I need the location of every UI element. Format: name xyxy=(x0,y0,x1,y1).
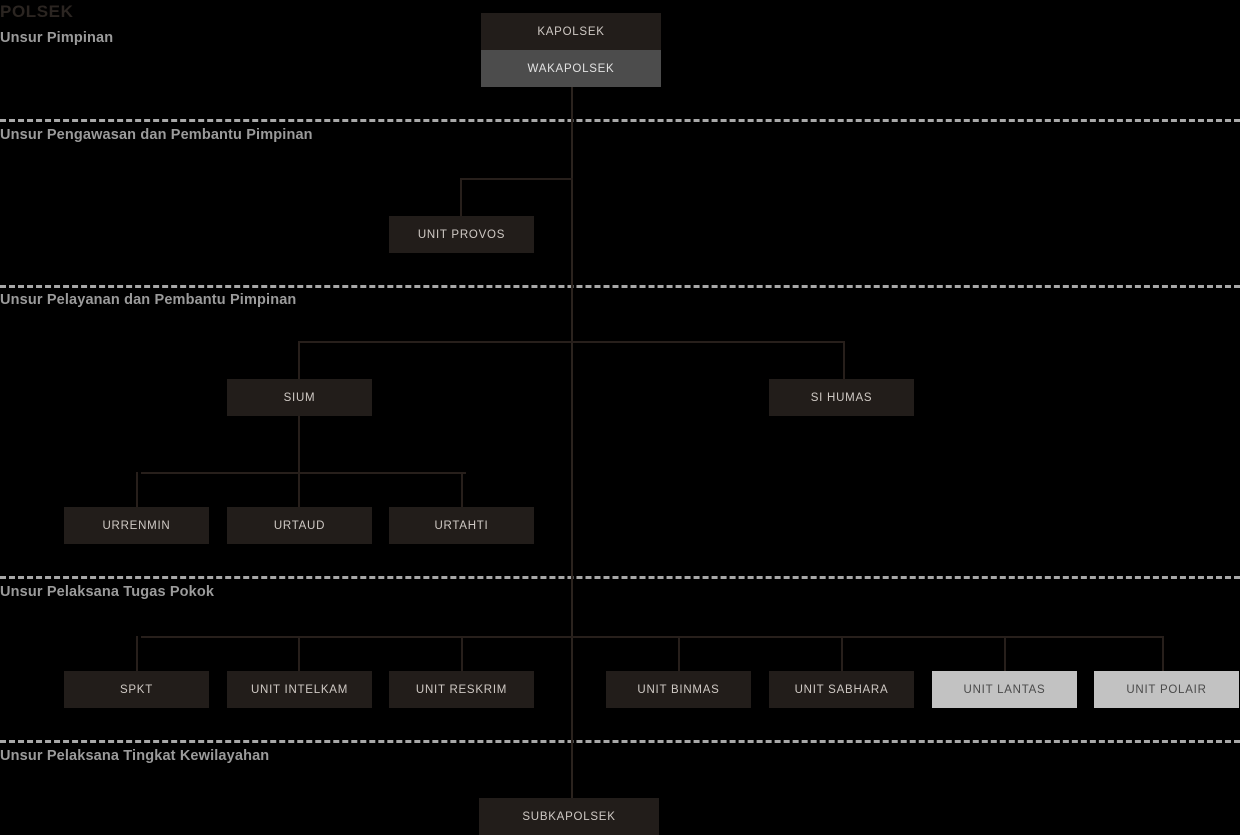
pokok-branch-bar xyxy=(141,636,1163,638)
pokok-drop-line xyxy=(678,636,680,671)
org-node-label: UNIT RESKRIM xyxy=(415,683,508,696)
org-node-label: UNIT LANTAS xyxy=(963,683,1046,696)
org-node-label: SI HUMAS xyxy=(810,391,873,404)
org-node-label: UNIT BINMAS xyxy=(637,683,720,696)
org-node-label: URTAUD xyxy=(273,519,326,532)
org-node-unit-lantas[interactable]: UNIT LANTAS xyxy=(932,671,1077,708)
org-node-label: UNIT POLAIR xyxy=(1126,683,1207,696)
urusan-drop-line xyxy=(461,472,463,507)
section-divider xyxy=(0,285,1240,288)
org-node-spkt[interactable]: SPKT xyxy=(64,671,209,708)
org-node-label: UNIT PROVOS xyxy=(417,228,506,241)
page-title: POLSEK xyxy=(0,2,74,21)
urusan-branch-bar xyxy=(141,472,466,474)
pokok-drop-line xyxy=(461,636,463,671)
org-node-label: KAPOLSEK xyxy=(537,25,605,38)
provos-branch-bar xyxy=(461,178,573,180)
org-node-unit-polair[interactable]: UNIT POLAIR xyxy=(1094,671,1239,708)
org-node-subkapolsek[interactable]: SUBKAPOLSEK xyxy=(479,798,659,835)
section-divider xyxy=(0,740,1240,743)
pokok-drop-line xyxy=(1162,636,1164,671)
section-divider xyxy=(0,576,1240,579)
org-node-unit-binmas[interactable]: UNIT BINMAS xyxy=(606,671,751,708)
pelayanan-branch-bar xyxy=(299,341,845,343)
urusan-drop-line xyxy=(136,472,138,507)
sium-drop-line xyxy=(298,341,300,379)
org-node-sium[interactable]: SIUM xyxy=(227,379,372,416)
pokok-drop-line xyxy=(1004,636,1006,671)
org-node-label: URRENMIN xyxy=(102,519,171,532)
pokok-drop-line xyxy=(136,636,138,671)
org-node-urtaud[interactable]: URTAUD xyxy=(227,507,372,544)
urusan-drop-line xyxy=(298,472,300,507)
sium-stem-line xyxy=(298,416,300,473)
section-divider xyxy=(0,119,1240,122)
org-node-label: SPKT xyxy=(119,683,154,696)
org-node-si-humas[interactable]: SI HUMAS xyxy=(769,379,914,416)
pokok-drop-line xyxy=(298,636,300,671)
org-node-label: SUBKAPOLSEK xyxy=(522,810,616,823)
org-node-unit-intelkam[interactable]: UNIT INTELKAM xyxy=(227,671,372,708)
org-node-unit-sabhara[interactable]: UNIT SABHARA xyxy=(769,671,914,708)
section-label: Unsur Pelaksana Tugas Pokok xyxy=(0,584,215,600)
section-label: Unsur Pelaksana Tingkat Kewilayahan xyxy=(0,748,270,764)
org-node-kapolsek[interactable]: KAPOLSEK xyxy=(481,13,661,50)
org-node-label: UNIT INTELKAM xyxy=(250,683,349,696)
provos-drop-line xyxy=(460,178,462,216)
org-node-label: URTAHTI xyxy=(434,519,489,532)
main-trunk-line xyxy=(571,87,573,798)
pokok-drop-line xyxy=(841,636,843,671)
si-humas-drop-line xyxy=(843,341,845,379)
org-node-label: UNIT SABHARA xyxy=(794,683,889,696)
org-node-urrenmin[interactable]: URRENMIN xyxy=(64,507,209,544)
org-node-urtahti[interactable]: URTAHTI xyxy=(389,507,534,544)
section-label: Unsur Pimpinan xyxy=(0,30,114,46)
org-node-unit-provos[interactable]: UNIT PROVOS xyxy=(389,216,534,253)
section-label: Unsur Pengawasan dan Pembantu Pimpinan xyxy=(0,127,313,143)
org-node-unit-reskrim[interactable]: UNIT RESKRIM xyxy=(389,671,534,708)
org-node-wakapolsek[interactable]: WAKAPOLSEK xyxy=(481,50,661,87)
org-node-label: SIUM xyxy=(283,391,316,404)
section-label: Unsur Pelayanan dan Pembantu Pimpinan xyxy=(0,292,297,308)
org-node-label: WAKAPOLSEK xyxy=(527,62,615,75)
